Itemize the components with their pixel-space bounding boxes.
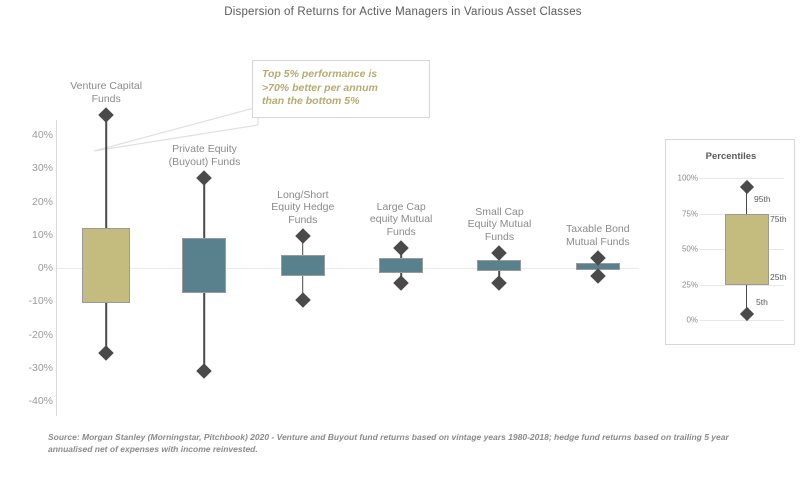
legend-tick-label: 25% — [681, 280, 698, 289]
diamond-marker-p95 — [393, 240, 409, 256]
y-axis-tick-label: 40% — [31, 129, 53, 141]
diamond-marker-p5 — [295, 291, 311, 308]
category-label-line: Mutual Funds — [566, 235, 630, 248]
category-label-line: equity Mutual — [369, 213, 433, 226]
page-title: Dispersion of Returns for Active Manager… — [224, 6, 582, 18]
y-axis-tick-label: -20% — [28, 328, 53, 341]
box-interquartile-range — [477, 259, 522, 272]
zero-gridline — [57, 268, 639, 269]
y-axis-line — [56, 120, 57, 416]
box-interquartile-range — [82, 228, 131, 303]
category-label-line: Funds — [484, 230, 515, 243]
category-label-line: Funds — [386, 225, 416, 238]
category-label-line: Funds — [288, 213, 318, 226]
legend-gridline — [700, 178, 784, 179]
plot-area: 40% 30% 20% 10% 0% -10% -20% -30% -40% Venture Ca… — [28, 80, 647, 416]
diamond-marker-p5 — [491, 275, 508, 291]
box-interquartile-range — [379, 258, 424, 273]
legend-percentile-label: 25th — [770, 271, 787, 282]
y-axis-tick-label: 30% — [31, 162, 53, 175]
category-label-line: (Buyout) Funds — [168, 155, 241, 168]
diamond-marker-p95 — [196, 170, 213, 186]
y-axis-tick-label: 0% — [37, 262, 53, 274]
category-label-line: Private Equity — [172, 143, 237, 156]
diamond-marker-p5 — [196, 363, 213, 379]
diamond-marker-p5 — [393, 275, 409, 291]
annotation-callout: Top 5% performance is >70% better per an… — [252, 60, 430, 118]
annotation-line-1: Top 5% performance is — [262, 68, 378, 80]
category-label-line: Large Cap — [376, 200, 426, 213]
category-label-line: Taxable Bond — [565, 223, 630, 236]
category-label: Private Equity(Buyout) Funds — [144, 143, 264, 168]
category-label-line: Funds — [91, 92, 121, 105]
annotation-line-3: than the bottom 5% — [262, 95, 360, 107]
source-note: Source: Morgan Stanley (Morningstar, Pit… — [48, 432, 729, 454]
legend-box — [725, 213, 769, 285]
legend-percentile-label: 95th — [754, 193, 771, 204]
legend-plot: 100% 75% 50% 25% 0% 95th 75th 25th 5th — [666, 140, 796, 346]
legend-diamond-p95 — [739, 179, 755, 194]
y-axis-tick-label: 10% — [31, 228, 53, 241]
legend-percentile-label: 75th — [770, 213, 787, 224]
y-axis-tick-label: -10% — [28, 295, 53, 308]
legend-tick-label: 50% — [681, 244, 698, 254]
legend-gridline — [700, 320, 784, 321]
legend-percentile-label: 5th — [756, 297, 768, 308]
legend-title: Percentiles — [705, 151, 757, 162]
box-interquartile-range — [182, 238, 227, 293]
category-label-line: Venture Capital — [70, 80, 143, 93]
category-label-line: Equity Mutual — [467, 218, 532, 231]
diamond-marker-p5 — [590, 268, 606, 285]
legend-tick-label: 0% — [686, 315, 698, 325]
legend-tick-label: 75% — [681, 209, 698, 218]
annotation-line-2: >70% better per annum — [262, 81, 378, 94]
y-axis-tick-label: 20% — [31, 195, 53, 208]
diamond-marker-p95 — [295, 228, 311, 245]
legend-panel: Percentiles 100% 75% 50% 25% 0% 95th 75th 25th 5… — [665, 139, 795, 345]
category-label-line: Equity Hedge — [271, 201, 335, 214]
category-label-line: Small Cap — [475, 205, 524, 218]
category-label-line: Long/Short — [277, 188, 329, 201]
y-axis-tick-label: -40% — [28, 395, 53, 407]
y-axis-tick-label: -30% — [28, 361, 53, 374]
diamond-marker-p95 — [491, 245, 508, 261]
legend-gridline — [700, 284, 784, 286]
box-interquartile-range — [280, 254, 325, 277]
legend-tick-label: 100% — [677, 173, 698, 183]
diamond-marker-p5 — [98, 345, 114, 361]
box-plot-series: Private Equity(Buyout) Funds — [155, 120, 253, 416]
